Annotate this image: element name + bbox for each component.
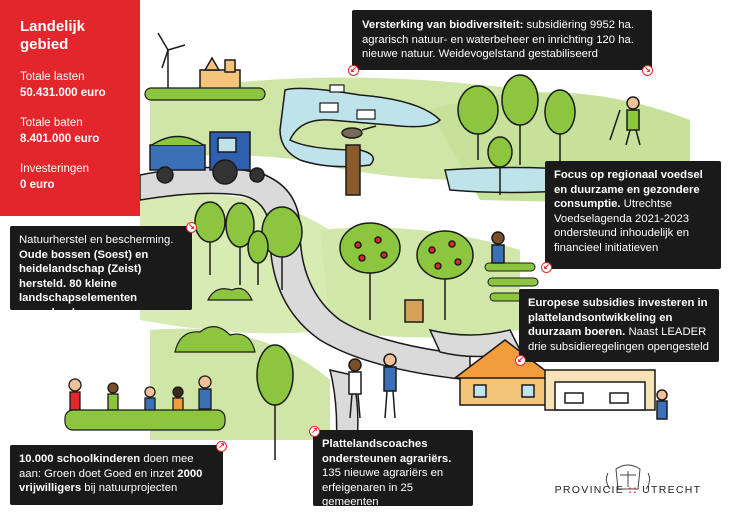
box-natuurherstel: Natuurherstel en bescherming. Oude bosse… bbox=[10, 226, 192, 319]
logo-right: UTRECHT bbox=[642, 484, 702, 496]
windmill-icon bbox=[157, 32, 186, 90]
box-biodiversiteit: Versterking van biodiversiteit: subsidië… bbox=[352, 10, 652, 70]
box-biodiversiteit-text: subsidiëring 9952 ha. agrarisch natuur- … bbox=[362, 19, 634, 60]
tree-icon bbox=[194, 201, 303, 290]
box-europese: Europese subsidies investeren in plattel… bbox=[519, 289, 719, 362]
box-coaches-bold: Plattelandscoaches ondersteunen agrariër… bbox=[322, 438, 452, 465]
box-natuurherstel-text: Natuurherstel en bescherming. bbox=[19, 234, 174, 246]
heron-icon bbox=[341, 125, 377, 196]
box-schoolkinderen: 10.000 schoolkinderen doen mee aan: Groe… bbox=[10, 445, 223, 505]
hedge-bottom bbox=[64, 409, 226, 431]
farmer-icon bbox=[491, 231, 505, 264]
logo-left: PROVINCIE bbox=[554, 484, 625, 496]
coaches-figures bbox=[348, 353, 397, 419]
arrow-icon: ↙ bbox=[348, 65, 359, 76]
box-school-bold2: 2000 vrijwilligers bbox=[19, 467, 203, 495]
arrow-icon: ↙ bbox=[541, 262, 552, 273]
arrow-icon: ↙ bbox=[515, 355, 526, 366]
arrow-icon: ↘ bbox=[186, 222, 197, 233]
box-europese-text: Naast LEADER drie subsidieregelingen ope… bbox=[528, 326, 709, 353]
invest-value: 0 euro bbox=[20, 179, 55, 191]
box-europese-bold: Europese subsidies investeren in plattel… bbox=[528, 297, 708, 338]
box-coaches-text: 135 nieuwe agrariërs en erfeigenaren in … bbox=[322, 467, 444, 508]
tree-icon bbox=[457, 74, 576, 195]
arrow-icon: ↗ bbox=[216, 441, 227, 452]
logo-wordmark: PROVINCIE :: UTRECHT bbox=[548, 484, 708, 496]
hedge-top bbox=[144, 87, 266, 101]
box-coaches: Plattelandscoaches ondersteunen agrariër… bbox=[313, 430, 473, 508]
box-school-text1: doen mee aan: Groen doet Goed en inzet bbox=[19, 453, 194, 480]
tractor-icon bbox=[149, 131, 265, 185]
coat-of-arms-icon bbox=[605, 464, 651, 490]
farmer-icon bbox=[609, 96, 641, 146]
lasten-value: 50.431.000 euro bbox=[20, 87, 106, 99]
bushes bbox=[174, 287, 256, 353]
box-voedsel: Focus op regionaal voedsel en duurzame e… bbox=[545, 161, 721, 269]
lasten-label: Totale lasten bbox=[20, 71, 85, 83]
box-school-text2: bij natuurprojecten bbox=[81, 482, 178, 494]
arrow-icon: ↗ bbox=[309, 426, 320, 437]
farmer-icon bbox=[656, 389, 668, 420]
logo-dots: :: bbox=[628, 484, 638, 496]
cow-icon bbox=[319, 84, 376, 120]
baten-label: Totale baten bbox=[20, 117, 83, 129]
church-icon bbox=[199, 56, 241, 93]
box-natuurherstel-bold: Oude bossen (Soest) en heidelandschap (Z… bbox=[19, 248, 149, 319]
tree-icon bbox=[256, 344, 294, 460]
panel-title: Landelijk gebied bbox=[20, 18, 86, 53]
box-voedsel-bold: Focus op regionaal voedsel en duurzame e… bbox=[554, 169, 703, 210]
apple-tree-icon bbox=[339, 222, 474, 323]
budget-panel: Landelijk gebied Totale lasten 50.431.00… bbox=[0, 0, 140, 216]
arrow-icon: ↘ bbox=[642, 65, 653, 76]
box-voedsel-text: Utrechtse Voedselagenda 2021-2023 onders… bbox=[554, 198, 690, 254]
farmhouse-icon bbox=[452, 339, 656, 411]
box-biodiversiteit-bold: Versterking van biodiversiteit: bbox=[362, 19, 524, 31]
baten-value: 8.401.000 euro bbox=[20, 133, 100, 145]
box-school-bold1: 10.000 schoolkinderen bbox=[19, 453, 141, 465]
invest-label: Investeringen bbox=[20, 163, 90, 175]
